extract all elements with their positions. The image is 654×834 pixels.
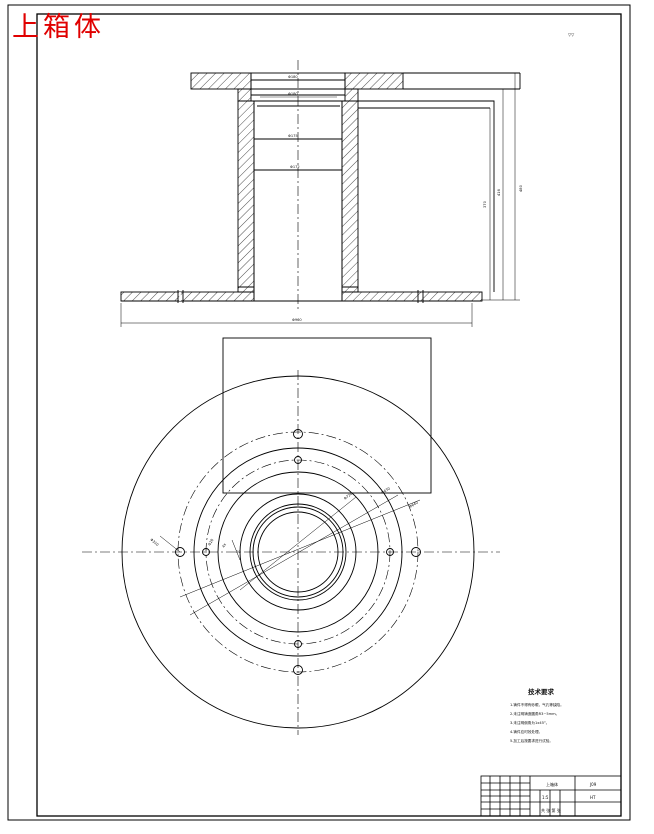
outer-frame: [7, 4, 631, 821]
inner-frame: [36, 13, 622, 817]
tb-drawing-no: J09: [589, 782, 597, 787]
tb-material: HT: [590, 795, 596, 800]
dim-radial-2: Φ430: [381, 486, 392, 495]
top-flange-right: [344, 72, 404, 90]
wall-left: [237, 100, 255, 288]
dim-radial-1: Φ640: [409, 500, 420, 509]
dim-hole-left: Φ20: [207, 537, 215, 546]
plan-view: [82, 337, 500, 735]
roughness-mark: ▽▽: [568, 32, 575, 37]
dim-bore-top: Φ180: [288, 75, 298, 79]
technical-note: 5.加工后按要求进行试验。: [510, 739, 553, 743]
dim-height-total: 480: [519, 184, 523, 192]
title-block-text: 上箱体 J09 1:5 HT 共 张 第 张: [541, 781, 597, 813]
technical-note: 1.铸件不得有砂眼，气孔等缺陷。: [510, 703, 564, 707]
dim-hole-angle: 4x: [221, 542, 227, 549]
wall-right: [341, 100, 359, 288]
section-view: [120, 60, 521, 327]
tb-part-name: 上箱体: [546, 781, 558, 787]
dim-bore-step: Φ180: [288, 92, 298, 96]
dim-radial-4: Φ310: [149, 538, 160, 548]
technical-note: 2.未注明铸造圆角R3~5mm。: [510, 712, 560, 716]
dimension-labels: Φ960 Φ180 Φ180 Φ175 Φ172 370 416 480 Φ64…: [149, 75, 523, 554]
dim-hole-small: 20: [236, 550, 241, 554]
bottom-flange-left: [120, 291, 255, 302]
drawing-title: 上箱体: [12, 12, 105, 43]
technical-notes-title: 技术要求: [528, 688, 554, 696]
top-flange-outline: [403, 72, 520, 90]
tb-scale: 1:5: [542, 795, 549, 800]
bottom-flange-right: [341, 291, 483, 302]
title-block: [480, 775, 622, 817]
technical-note: 4.铸件应时效处理。: [510, 730, 543, 734]
dim-overall-width: Φ960: [292, 318, 302, 322]
dim-bore-inner: Φ175: [288, 134, 298, 138]
dim-height-inner: 370: [483, 200, 487, 208]
dim-height-mid: 416: [497, 188, 501, 196]
dim-bore-main: Φ172: [290, 165, 300, 169]
top-plate-outline: [222, 337, 432, 494]
technical-note: 3.未注明倒角为1x45°。: [510, 721, 550, 725]
tb-sheet: 共 张 第 张: [541, 807, 561, 813]
top-flange-left: [190, 72, 252, 90]
dim-radial-3: Φ720: [343, 491, 354, 501]
